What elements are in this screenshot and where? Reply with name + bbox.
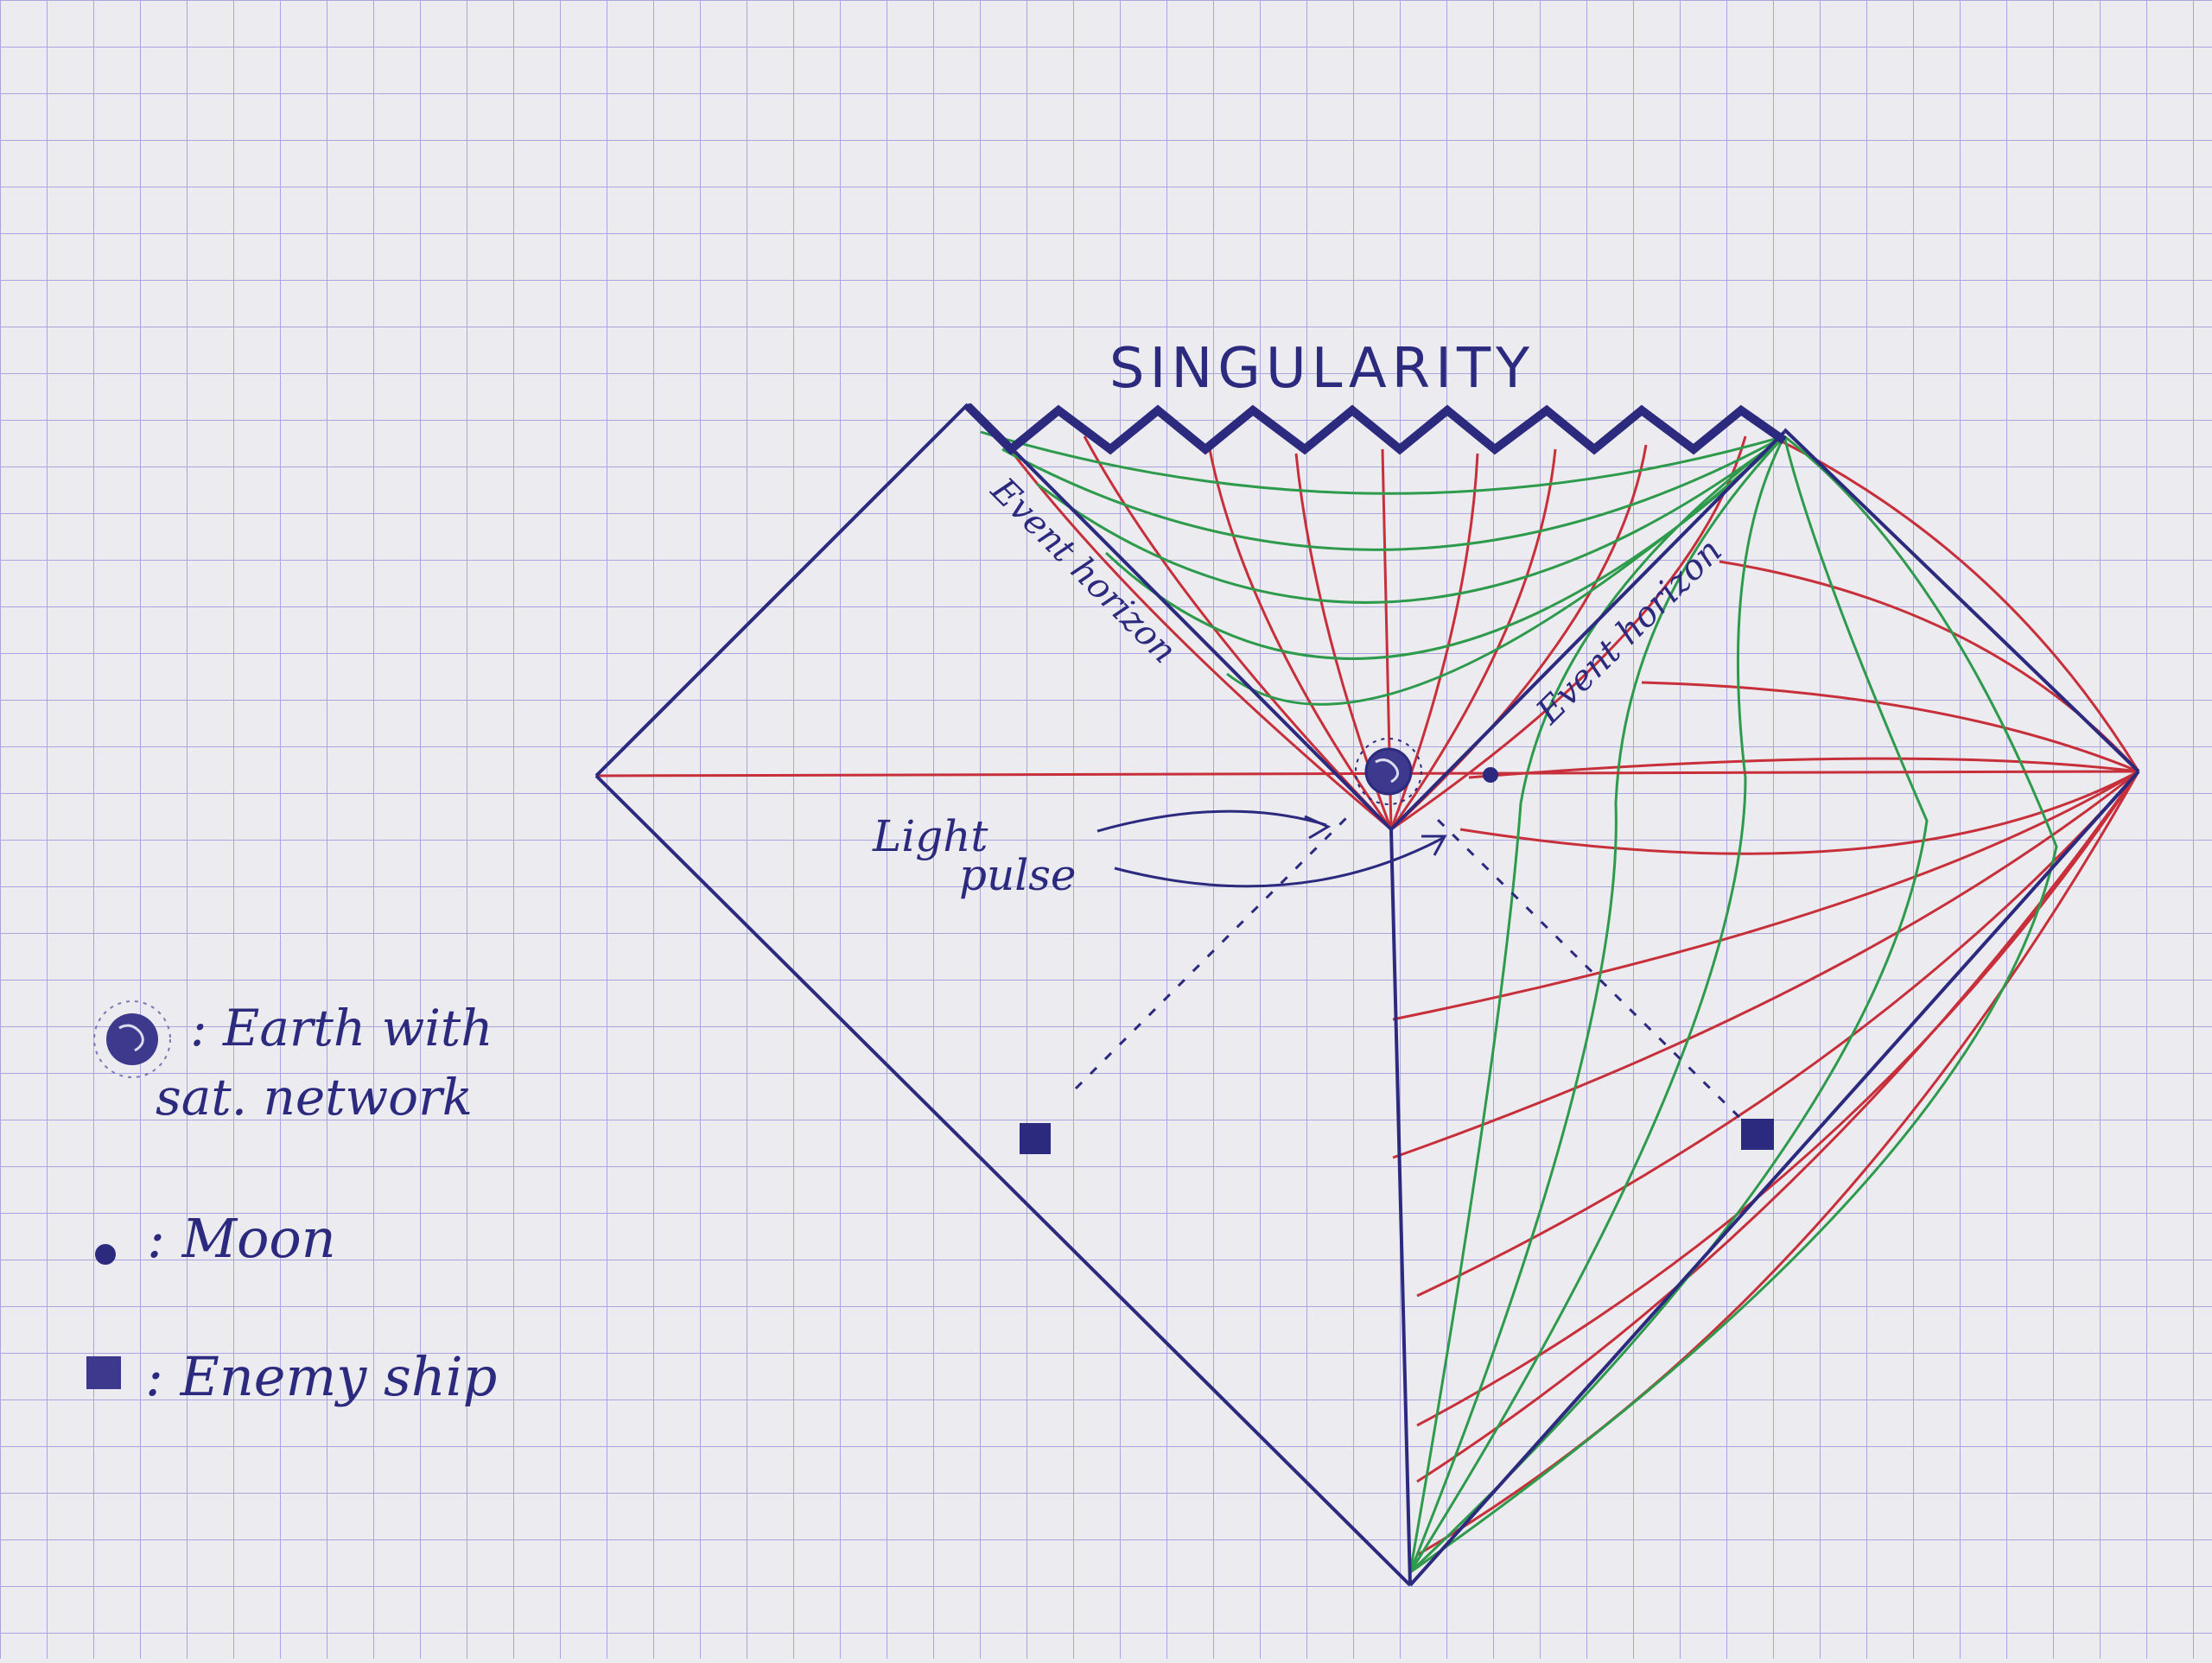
singularity-title: SINGULARITY — [1109, 337, 1535, 401]
legend-enemy-ship-icon — [86, 1356, 121, 1389]
legend-enemy-ship-label: : Enemy ship — [145, 1345, 497, 1408]
interior-green-lines — [980, 430, 1786, 706]
light-pulse-label-line2: pulse — [959, 850, 1076, 900]
legend-moon-label: : Moon — [147, 1207, 336, 1270]
exterior-green-lines — [1408, 435, 2058, 1574]
diagram-outline — [594, 403, 2140, 1587]
earth-icon — [1355, 738, 1422, 805]
legend-earth-label-line1: : Earth with — [190, 999, 493, 1057]
light-pulse-label-line1: Light — [872, 811, 988, 861]
enemy-ship-icon — [1741, 1119, 1774, 1150]
enemy-ship-icon — [1020, 1123, 1051, 1154]
legend-earth-label-line2: sat. network — [156, 1068, 473, 1127]
legend-earth-icon — [93, 1000, 171, 1078]
singularity-zigzag — [964, 403, 1787, 455]
legend: : Earth with sat. network : Moon : Enemy… — [86, 999, 497, 1408]
light-pulse-arrows — [1096, 809, 1447, 888]
legend-moon-icon — [95, 1244, 116, 1265]
light-paths — [1074, 815, 1756, 1133]
moon-icon — [1483, 767, 1498, 783]
